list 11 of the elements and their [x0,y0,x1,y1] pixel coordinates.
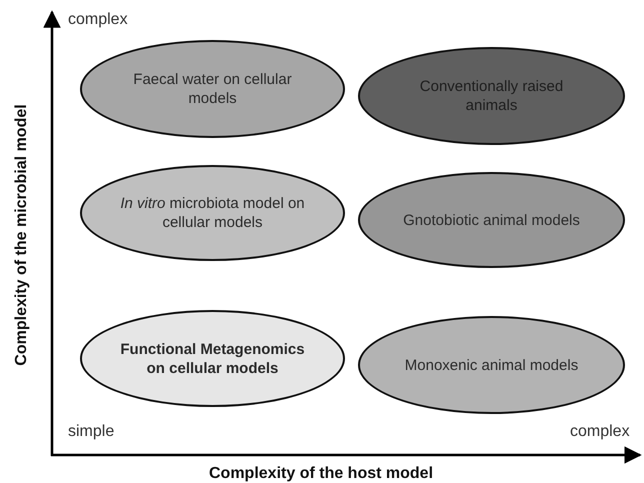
axis-end-label: complex [68,10,128,30]
axis-end-label: complex [570,422,630,442]
axis-end-label: simple [68,422,114,442]
node-label: In vitro microbiota model on cellular models [119,194,306,232]
node-label: Monoxenic animal models [404,356,578,374]
x-axis-title: Complexity of the host model [209,464,434,483]
node-label: Gnotobiotic animal models [403,210,580,230]
node-label: Faecal water on cellular models [132,70,293,108]
y-axis-title: Complexity of the microbial model [12,104,31,366]
node-label: Conventionally raised animals [418,77,564,115]
node-label: Functional Metagenomics on cellular models [119,340,306,378]
